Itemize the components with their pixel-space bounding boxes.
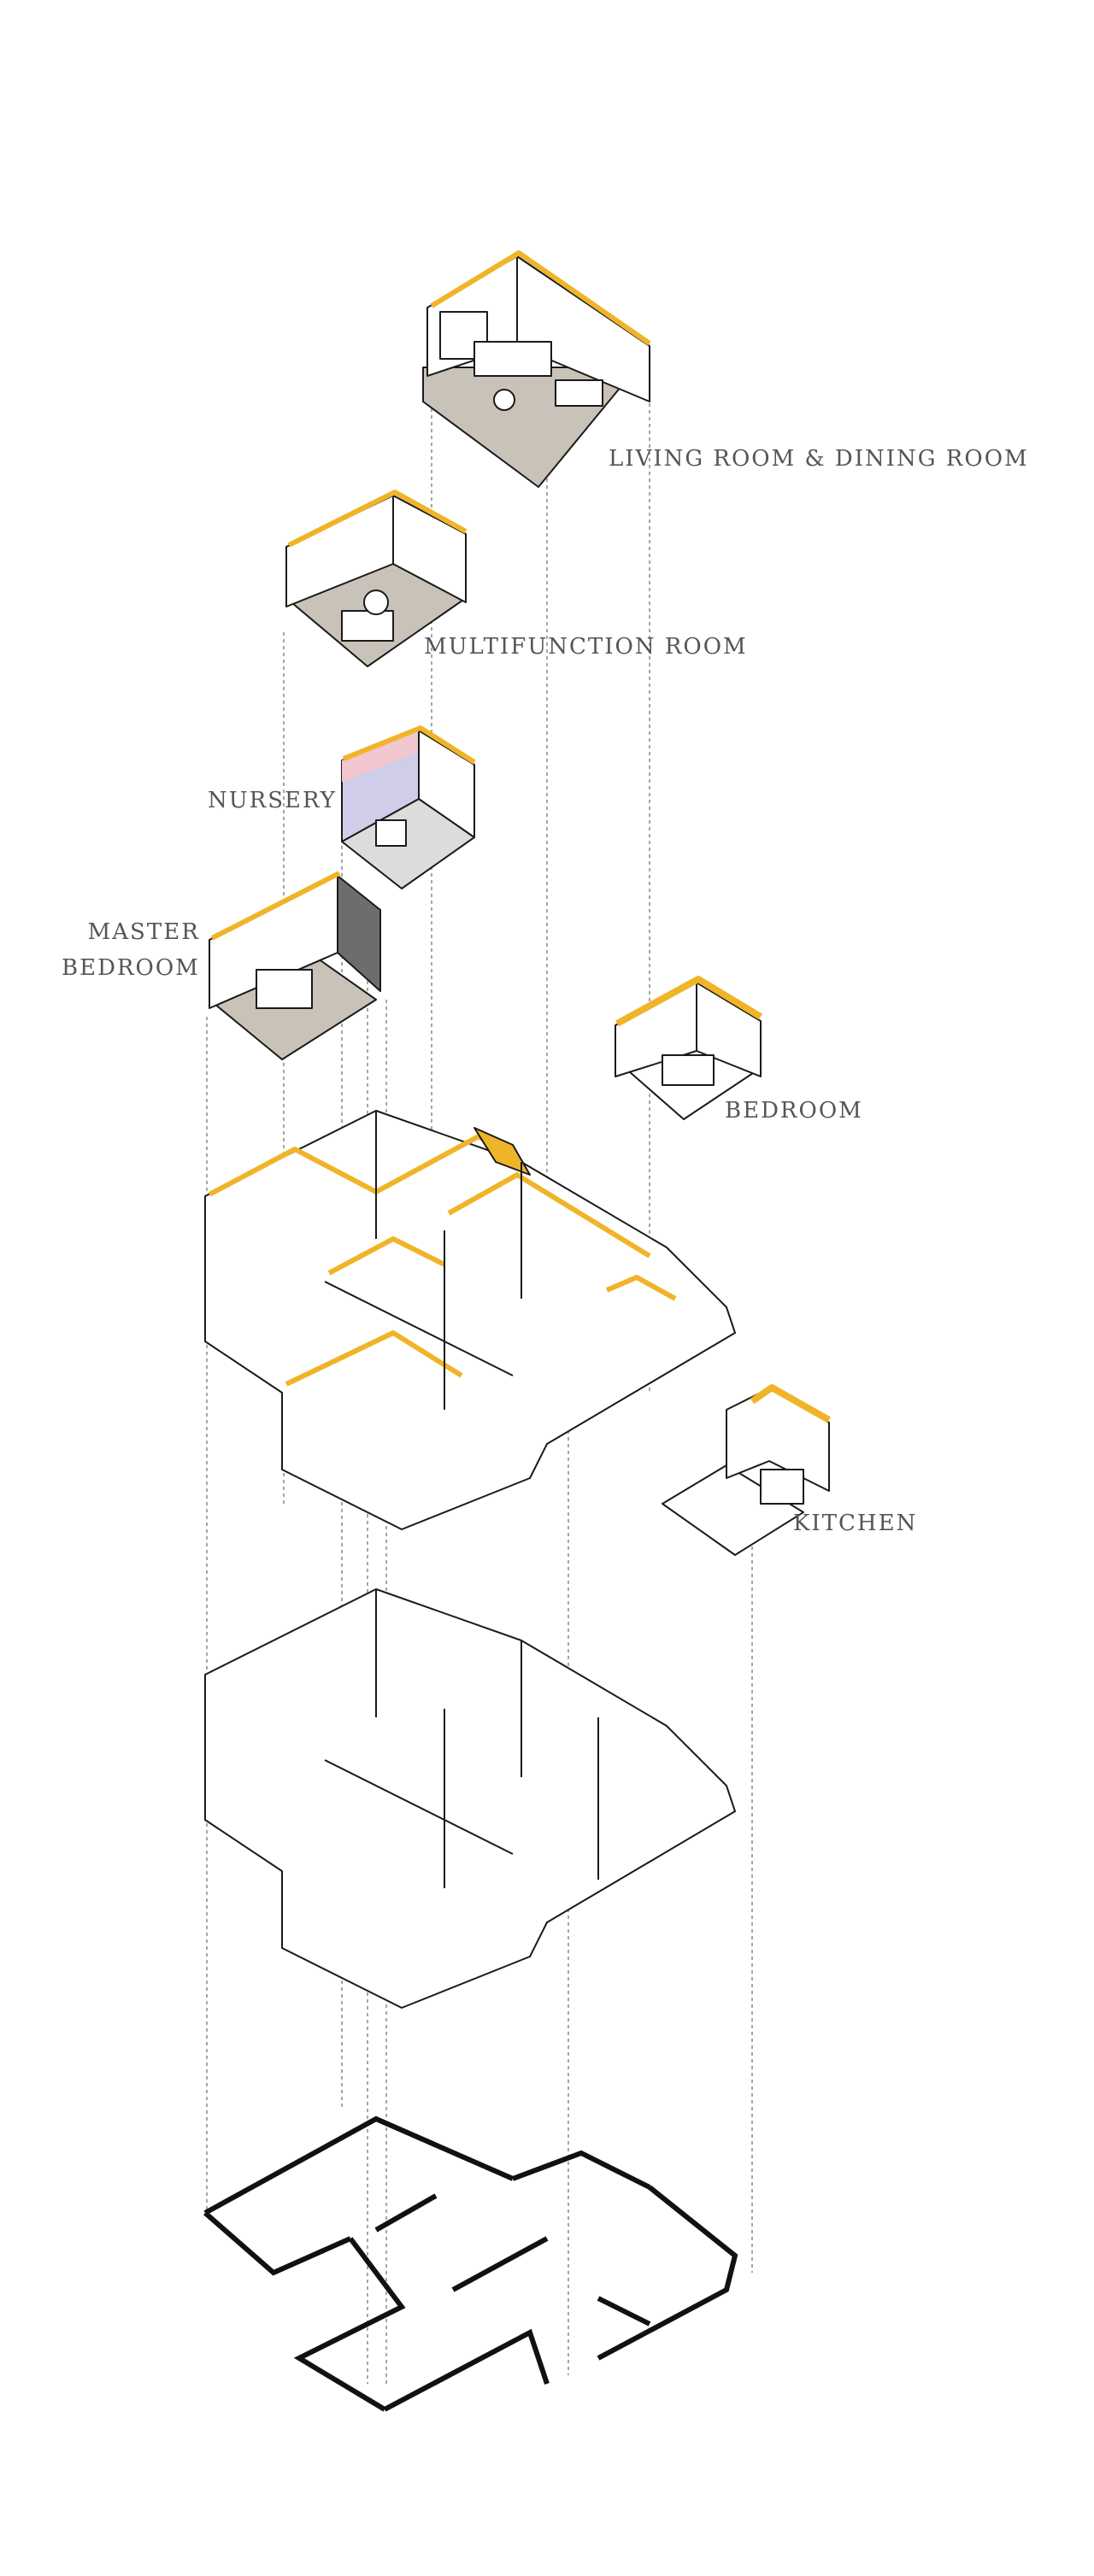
interior-wall (324, 1759, 514, 1855)
base-floor-plan (203, 2115, 738, 2412)
accent-trim (287, 490, 468, 548)
dining-room-label: DINING ROOM (834, 446, 1029, 472)
crib (375, 819, 407, 847)
accent-trim (342, 725, 476, 765)
sofa (473, 341, 552, 377)
multifunction-room-module (285, 490, 468, 667)
accent-block (473, 1127, 531, 1176)
floor (662, 1464, 804, 1556)
dining-table (555, 379, 603, 407)
dark-wall-right (337, 875, 381, 992)
living-dining-room-module (422, 250, 651, 488)
back-wall-pink-band (342, 731, 419, 782)
kitchen-module (662, 1384, 831, 1556)
nursery-room-module (341, 725, 476, 889)
floor (422, 367, 638, 488)
back-wall-right (516, 255, 650, 402)
plan-wall (203, 2210, 352, 2276)
accent-trim (605, 1275, 677, 1301)
back-wall-right (696, 982, 762, 1077)
ampersand: & (804, 446, 826, 472)
master-bedroom-line2: BEDROOM (62, 955, 200, 981)
interior-wall (324, 1281, 514, 1376)
accent-trim (208, 1147, 378, 1197)
multifunction-room-label: MULTIFUNCTION ROOM (424, 634, 748, 660)
back-wall-right (392, 495, 467, 603)
plan-wall (293, 2237, 406, 2412)
plan-wall (597, 2185, 738, 2361)
bedroom-module (615, 976, 763, 1120)
plan-wall (511, 2150, 651, 2190)
accent-trim (210, 871, 341, 941)
accent-trim (615, 976, 763, 1027)
side-table (493, 389, 515, 411)
bed (662, 1054, 715, 1086)
counter (760, 1469, 804, 1505)
accent-trim (750, 1384, 831, 1423)
plan-wall (374, 2193, 438, 2233)
nursery-label: NURSERY (208, 788, 337, 813)
bare-walls-level (204, 1588, 736, 2009)
bedroom-label: BEDROOM (725, 1098, 863, 1124)
desk (341, 610, 394, 642)
plan-wall (451, 2236, 549, 2292)
accent-trim (327, 1236, 446, 1276)
accent-trim (447, 1172, 651, 1259)
bed (256, 969, 313, 1009)
accent-trim (430, 250, 651, 346)
master-bedroom-label: MASTER BEDROOM (62, 914, 200, 986)
plan-wall (597, 2296, 651, 2327)
outer-walls (204, 1110, 736, 1530)
round-table (363, 590, 389, 615)
plan-wall (203, 2115, 515, 2215)
accent-trim (285, 1330, 463, 1387)
living-dining-room-label: LIVING ROOM & DINING ROOM (609, 446, 1029, 472)
living-room-label: LIVING ROOM (609, 446, 797, 472)
plan-wall (383, 2328, 550, 2412)
kitchen-label: KITCHEN (793, 1511, 918, 1536)
outer-walls (204, 1588, 736, 2009)
master-bedroom-module (209, 871, 381, 1060)
master-bedroom-line1: MASTER (87, 919, 200, 945)
furnished-floor-level (204, 1110, 736, 1530)
